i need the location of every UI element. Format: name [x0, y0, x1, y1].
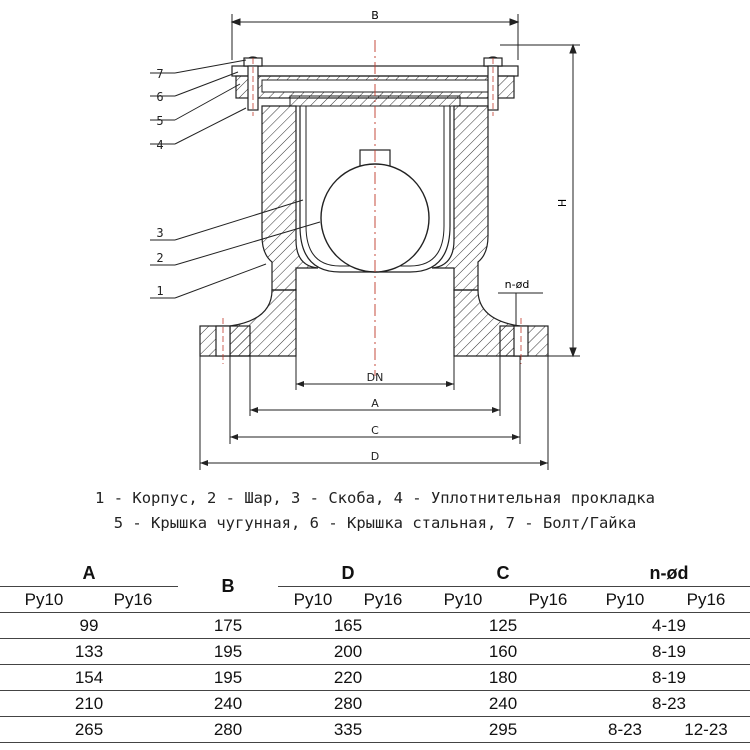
column-header-b: B	[178, 561, 278, 613]
subheader-d-py10: Ру10	[278, 586, 348, 613]
callout-3: 3	[156, 226, 163, 240]
cell-nod: 4-19	[588, 612, 750, 639]
cell-d: 200	[278, 638, 418, 665]
dimension-d-label: D	[371, 450, 379, 463]
legend-line-1: 1 - Корпус, 2 - Шар, 3 - Скоба, 4 - Упло…	[95, 489, 655, 507]
cell-a: 154	[0, 664, 178, 691]
cell-a: 133	[0, 638, 178, 665]
dimension-b-label: B	[371, 9, 379, 22]
bottom-dimensions	[199, 356, 549, 470]
cell-c: 295	[418, 716, 588, 743]
subheader-a-py16: Ру16	[88, 586, 178, 613]
dimension-table: A B D C n-ød Ру10 Ру16 Ру10 Ру16 Ру10 Ру…	[0, 561, 750, 743]
callout-7: 7	[156, 67, 163, 81]
cell-b: 195	[178, 664, 278, 691]
table-header-row: A B D C n-ød	[0, 561, 750, 613]
subheader-nod-py16: Ру16	[662, 586, 750, 613]
cell-b: 195	[178, 638, 278, 665]
valve-drawing: B H	[150, 9, 580, 470]
cell-b: 175	[178, 612, 278, 639]
callout-leaders	[150, 59, 321, 299]
bolt-right	[483, 56, 503, 116]
cell-a: 265	[0, 716, 178, 743]
cell-b: 280	[178, 716, 278, 743]
bolt-hole-dimension	[498, 292, 543, 326]
cell-d: 280	[278, 690, 418, 717]
cell-nod: 8-19	[588, 638, 750, 665]
cell-d: 220	[278, 664, 418, 691]
cell-c: 160	[418, 638, 588, 665]
dimension-b	[230, 14, 520, 60]
column-header-c: C	[418, 561, 588, 587]
cell-c: 180	[418, 664, 588, 691]
bolt-hole-label: n-ød	[505, 278, 530, 291]
cell-nod-py16: 12-23	[662, 716, 750, 743]
table-row: 133 195 200 160 8-19	[0, 638, 750, 665]
table-row: 154 195 220 180 8-19	[0, 664, 750, 691]
dimension-h	[500, 43, 580, 358]
valve-body	[199, 105, 549, 364]
cell-d: 335	[278, 716, 418, 743]
bolt-left	[243, 56, 263, 116]
table-row: 210 240 280 240 8-23	[0, 690, 750, 717]
dimension-c-label: C	[371, 424, 379, 437]
cell-b: 240	[178, 690, 278, 717]
cell-nod-py10: 8-23	[588, 716, 662, 743]
callout-4: 4	[156, 138, 163, 152]
table-subheader-row: Ру10 Ру16 Ру10 Ру16 Ру10 Ру16 Ру10 Ру16	[0, 586, 750, 613]
cell-d: 165	[278, 612, 418, 639]
cell-nod: 8-23	[588, 690, 750, 717]
cell-c: 125	[418, 612, 588, 639]
subheader-nod-py10: Ру10	[588, 586, 662, 613]
subheader-a-py10: Ру10	[0, 586, 88, 613]
callout-1: 1	[156, 284, 163, 298]
callout-5: 5	[156, 114, 163, 128]
column-header-d: D	[278, 561, 418, 587]
subheader-c-py10: Ру10	[418, 586, 508, 613]
dimension-h-label: H	[556, 199, 569, 207]
column-header-nod: n-ød	[588, 561, 750, 587]
table-row: 265 280 335 295 8-23 12-23	[0, 716, 750, 743]
legend-line-2: 5 - Крышка чугунная, 6 - Крышка стальная…	[113, 514, 637, 532]
dimension-a-label: A	[371, 397, 379, 410]
cell-a: 210	[0, 690, 178, 717]
cell-c: 240	[418, 690, 588, 717]
dimension-dn-label: DN	[367, 371, 384, 384]
callout-2: 2	[156, 251, 163, 265]
column-header-a: A	[0, 561, 178, 587]
subheader-d-py16: Ру16	[348, 586, 418, 613]
table-row: 99 175 165 125 4-19	[0, 612, 750, 639]
callout-6: 6	[156, 90, 163, 104]
cell-nod: 8-19	[588, 664, 750, 691]
cell-a: 99	[0, 612, 178, 639]
subheader-c-py16: Ру16	[508, 586, 588, 613]
